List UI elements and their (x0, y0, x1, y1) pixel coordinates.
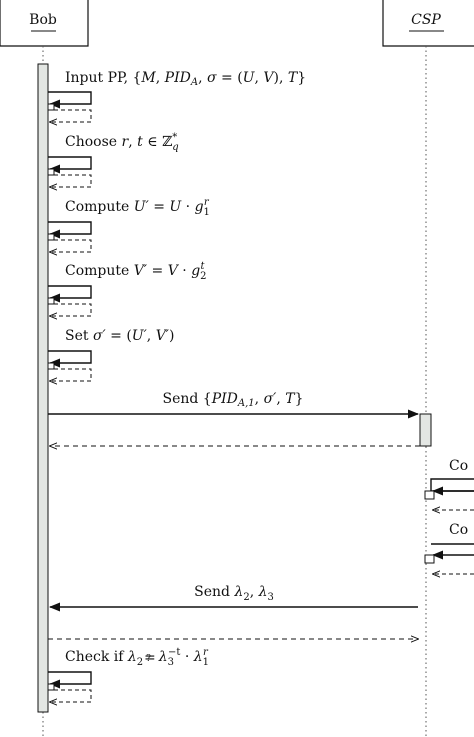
message-label-compute-v: Compute V′ = V · g2t (65, 261, 207, 282)
self-call-set-sigma (47, 350, 92, 381)
message-label-compute-u: Compute U′ = U · g1r (65, 197, 210, 218)
bob-activation-bar (37, 63, 49, 713)
message-label-input: Input PP, {M, PIDA, σ = (U, V), T} (65, 70, 306, 88)
self-call-compute-u (47, 221, 92, 252)
actor-csp-label: CSP (411, 12, 441, 28)
message-label-csp-cut-1: Co (449, 458, 468, 474)
self-call-compute-v (47, 285, 92, 316)
self-call-input (47, 91, 92, 122)
actor-bob: Bob (0, 0, 89, 47)
csp-self-call-2 (424, 543, 474, 574)
message-label-choose: Choose r, t ∈ ℤ*q (65, 132, 179, 153)
message-label-send-to-csp: Send {PIDA,1, σ′, T} (163, 391, 304, 409)
self-call-check (47, 671, 92, 702)
message-label-set-sigma: Set σ′ = (U′, V′) (65, 328, 174, 344)
csp-activation-bar (419, 413, 432, 447)
actor-bob-label: Bob (29, 12, 57, 28)
self-call-choose (47, 156, 92, 187)
message-label-send-to-bob: Send λ2, λ3 (194, 584, 274, 603)
message-label-csp-cut-2: Co (449, 522, 468, 538)
actor-csp: CSP (382, 0, 474, 47)
csp-self-call-1 (424, 478, 474, 510)
message-label-check: Check if λ2?=λ3−t · λ1r (65, 647, 209, 668)
